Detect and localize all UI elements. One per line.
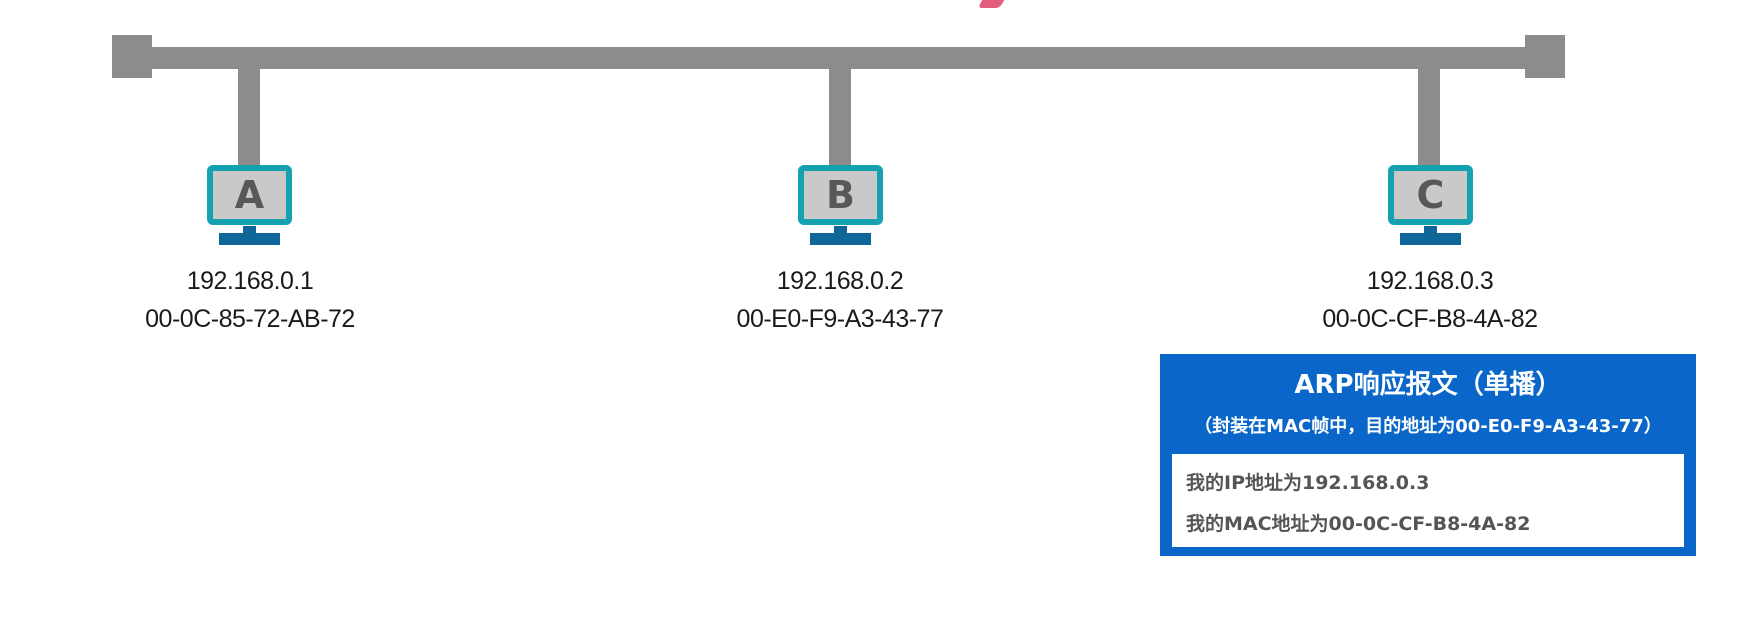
host-a-address: 192.168.0.1 00-0C-85-72-AB-72 — [100, 262, 400, 338]
host-c: C — [1388, 165, 1473, 250]
host-mac: 00-0C-CF-B8-4A-82 — [1322, 305, 1538, 333]
computer-icon: A — [207, 165, 292, 225]
arrow-tip-fragment — [977, 0, 1005, 8]
host-ip: 192.168.0.1 — [186, 267, 314, 295]
host-ip: 192.168.0.2 — [776, 267, 904, 295]
host-mac: 00-0C-85-72-AB-72 — [145, 305, 355, 333]
host-b-address: 192.168.0.2 00-E0-F9-A3-43-77 — [690, 262, 990, 338]
host-ip: 192.168.0.3 — [1366, 267, 1494, 295]
host-a: A — [207, 165, 292, 250]
host-letter: B — [826, 173, 855, 217]
drop-cable-a — [238, 65, 260, 167]
monitor-stand-neck — [243, 226, 256, 234]
host-letter: A — [234, 173, 265, 217]
arp-ip-line: 我的IP地址为192.168.0.3 — [1186, 472, 1430, 494]
monitor-stand-neck — [834, 226, 847, 234]
drop-cable-c — [1418, 65, 1440, 167]
bus-cable — [150, 47, 1540, 69]
arp-response-subtitle: （封装在MAC帧中，目的地址为00-E0-F9-A3-43-77） — [1194, 416, 1662, 437]
arp-mac-line: 我的MAC地址为00-0C-CF-B8-4A-82 — [1186, 513, 1531, 535]
bus-terminator-left — [112, 35, 152, 78]
arp-response-title: ARP响应报文（单播） — [1294, 370, 1562, 400]
host-mac: 00-E0-F9-A3-43-77 — [736, 305, 944, 333]
bus-terminator-right — [1525, 35, 1565, 78]
host-b: B — [798, 165, 883, 250]
monitor-stand-base — [219, 233, 280, 245]
arp-response-body: 我的IP地址为192.168.0.3 我的MAC地址为00-0C-CF-B8-4… — [1172, 454, 1684, 547]
computer-icon: C — [1388, 165, 1473, 225]
monitor-stand-neck — [1424, 226, 1437, 234]
monitor-stand-base — [1400, 233, 1461, 245]
monitor-stand-base — [810, 233, 871, 245]
drop-cable-b — [829, 65, 851, 167]
arp-response-box: ARP响应报文（单播） （封装在MAC帧中，目的地址为00-E0-F9-A3-4… — [1160, 354, 1696, 556]
host-letter: C — [1416, 173, 1445, 217]
host-c-address: 192.168.0.3 00-0C-CF-B8-4A-82 — [1280, 262, 1580, 338]
computer-icon: B — [798, 165, 883, 225]
